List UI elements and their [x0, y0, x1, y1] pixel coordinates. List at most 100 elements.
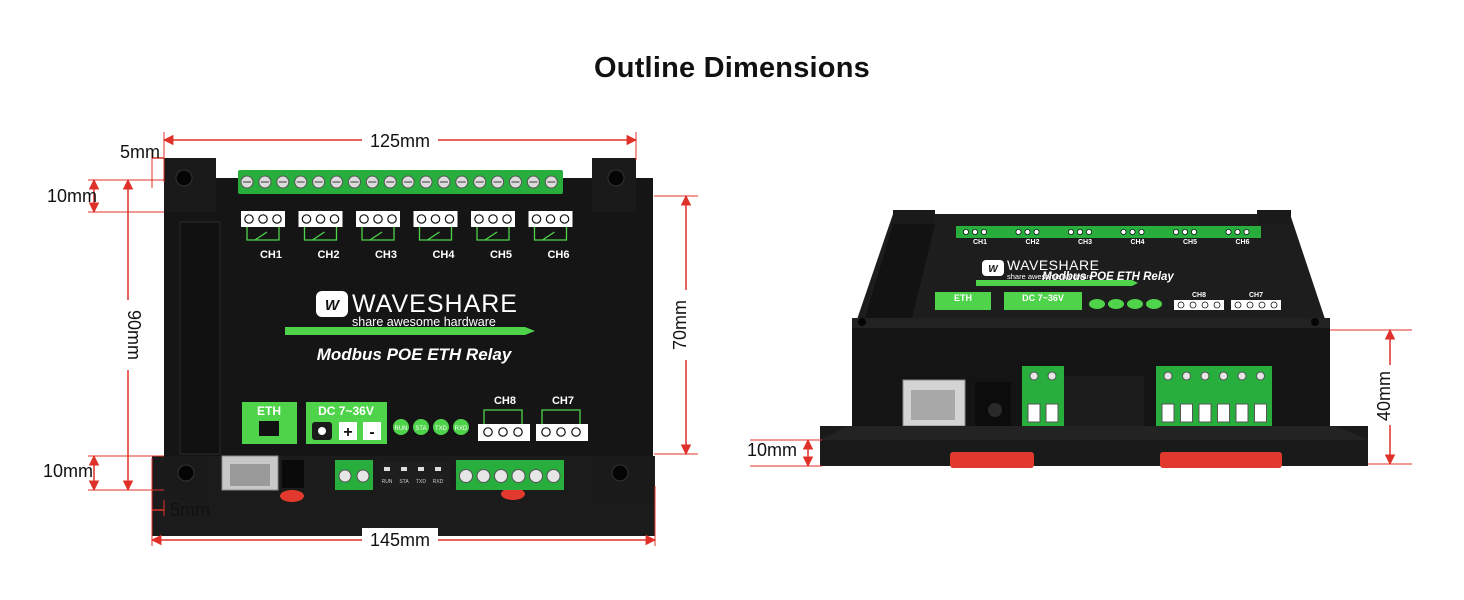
- green-swoosh: [285, 327, 535, 335]
- svg-text:W: W: [988, 264, 999, 275]
- terminal-slot: [1161, 403, 1175, 423]
- pcb-window: [1064, 376, 1144, 428]
- terminal-screw: [494, 469, 508, 483]
- dim-5mm-top: 5mm: [120, 142, 160, 162]
- led-rxd: RXD: [453, 419, 469, 435]
- tagline-text: share awesome hardware: [352, 315, 496, 329]
- din-clip-side: [950, 452, 1034, 468]
- channel-ch2: CH2: [298, 211, 343, 261]
- led-label: RUN: [395, 426, 408, 432]
- brand-text: WAVESHARE: [352, 290, 518, 318]
- channel-label: CH4: [432, 249, 455, 261]
- dim-10mm-bottom: 10mm: [43, 461, 93, 481]
- led-txd: TXD: [433, 419, 449, 435]
- dc-jack: [282, 460, 304, 488]
- terminal-slot: [1254, 403, 1267, 423]
- screw-hole: [611, 464, 629, 482]
- channel-ch4: CH4: [413, 211, 458, 261]
- led-window-label: STA: [399, 479, 409, 485]
- side-rail: [179, 221, 221, 455]
- status-leds: RUN STA TXD RXD: [393, 419, 469, 435]
- channel-label: CH5: [490, 249, 512, 261]
- relay-terminal-side: [1156, 366, 1272, 426]
- top-terminal-block: [238, 170, 563, 194]
- front-dimensions: 125mm 145mm 90mm 10mm 10mm 5mm 5mm: [43, 128, 700, 552]
- led-window-label: RUN: [382, 479, 393, 485]
- channel-label: CH8: [494, 395, 516, 407]
- led-label: TXD: [435, 426, 448, 432]
- channel-ch5: CH5: [471, 211, 515, 261]
- corner-tab-tl: [164, 158, 216, 212]
- channel-label-side: CH5: [1183, 239, 1197, 246]
- terminal-screw: [476, 469, 491, 483]
- terminal-slot: [1027, 403, 1041, 423]
- terminal-screw: [529, 469, 543, 483]
- terminal-screw: [511, 469, 526, 483]
- dim-5mm-bottom: 5mm: [170, 500, 210, 520]
- led-sta-side: [1108, 299, 1124, 309]
- dc-jack-icon: [318, 427, 326, 435]
- led-window-label: RXD: [433, 479, 444, 485]
- dim-10mm-side: 10mm: [747, 440, 797, 460]
- top-terminal-strip: [956, 226, 1261, 238]
- terminal-slot: [1217, 403, 1230, 423]
- dim-10mm-top: 10mm: [47, 186, 97, 206]
- channel-label-side: CH6: [1235, 239, 1249, 246]
- led-label: RXD: [455, 426, 468, 432]
- terminal-slot: [1045, 403, 1059, 423]
- page-title: Outline Dimensions: [594, 52, 870, 84]
- led-window-labels: RUN STA TXD RXD: [382, 467, 444, 485]
- channel-label-side: CH3: [1078, 239, 1092, 246]
- terminal-slot: [1198, 403, 1212, 423]
- channel-label-side: CH1: [973, 239, 987, 246]
- ethernet-icon: [259, 421, 279, 436]
- terminal-slot: [1235, 403, 1249, 423]
- eth-label: ETH: [257, 404, 281, 418]
- channel-label: CH7: [552, 395, 574, 407]
- dim-90mm: 90mm: [124, 310, 144, 360]
- channel-ch6: CH6: [528, 211, 573, 261]
- channel-label: CH1: [260, 249, 282, 261]
- model-text-side: Modbus POE ETH Relay: [1042, 271, 1174, 283]
- screw-hole: [607, 169, 625, 187]
- dim-125mm: 125mm: [370, 131, 430, 151]
- led-window-label: TXD: [416, 479, 426, 485]
- led-run-side: [1089, 299, 1105, 309]
- din-clip-side: [1160, 452, 1282, 468]
- din-clip: [501, 488, 525, 500]
- channel-ch7: CH7: [536, 395, 588, 441]
- channel-label-side: CH8: [1192, 292, 1206, 299]
- channel-label-side: CH7: [1249, 292, 1263, 299]
- brand-text-side: WAVESHARE: [1007, 257, 1099, 273]
- svg-text:W: W: [325, 297, 341, 314]
- terminal-screw: [459, 469, 473, 483]
- model-text: Modbus POE ETH Relay: [317, 345, 513, 364]
- power-label-side: DC 7~36V: [1022, 293, 1064, 303]
- waveshare-logo: W: [316, 291, 348, 317]
- din-clip: [280, 490, 304, 502]
- led-txd-side: [1127, 299, 1143, 309]
- tagline-text-side: share awesome hardware: [1007, 272, 1093, 281]
- dim-145mm: 145mm: [370, 530, 430, 550]
- led-rxd-side: [1146, 299, 1162, 309]
- channel-label: CH3: [375, 249, 397, 261]
- minus-label: -: [369, 424, 374, 441]
- side-rail-top: [865, 224, 935, 318]
- channel-ch8: CH8: [478, 395, 530, 441]
- dim-40mm: 40mm: [1374, 371, 1394, 421]
- bottom-terminal-block: [456, 460, 564, 490]
- terminal-slot: [1180, 403, 1193, 423]
- led-window: [380, 462, 450, 488]
- eth-label-side: ETH: [954, 293, 972, 303]
- led-sta: STA: [413, 419, 429, 435]
- led-label: STA: [415, 426, 426, 432]
- channel-label-side: CH2: [1025, 239, 1039, 246]
- channel-ch3: CH3: [356, 211, 400, 261]
- dim-70mm: 70mm: [670, 300, 690, 350]
- plus-label: +: [343, 424, 352, 441]
- channel-label: CH6: [547, 249, 569, 261]
